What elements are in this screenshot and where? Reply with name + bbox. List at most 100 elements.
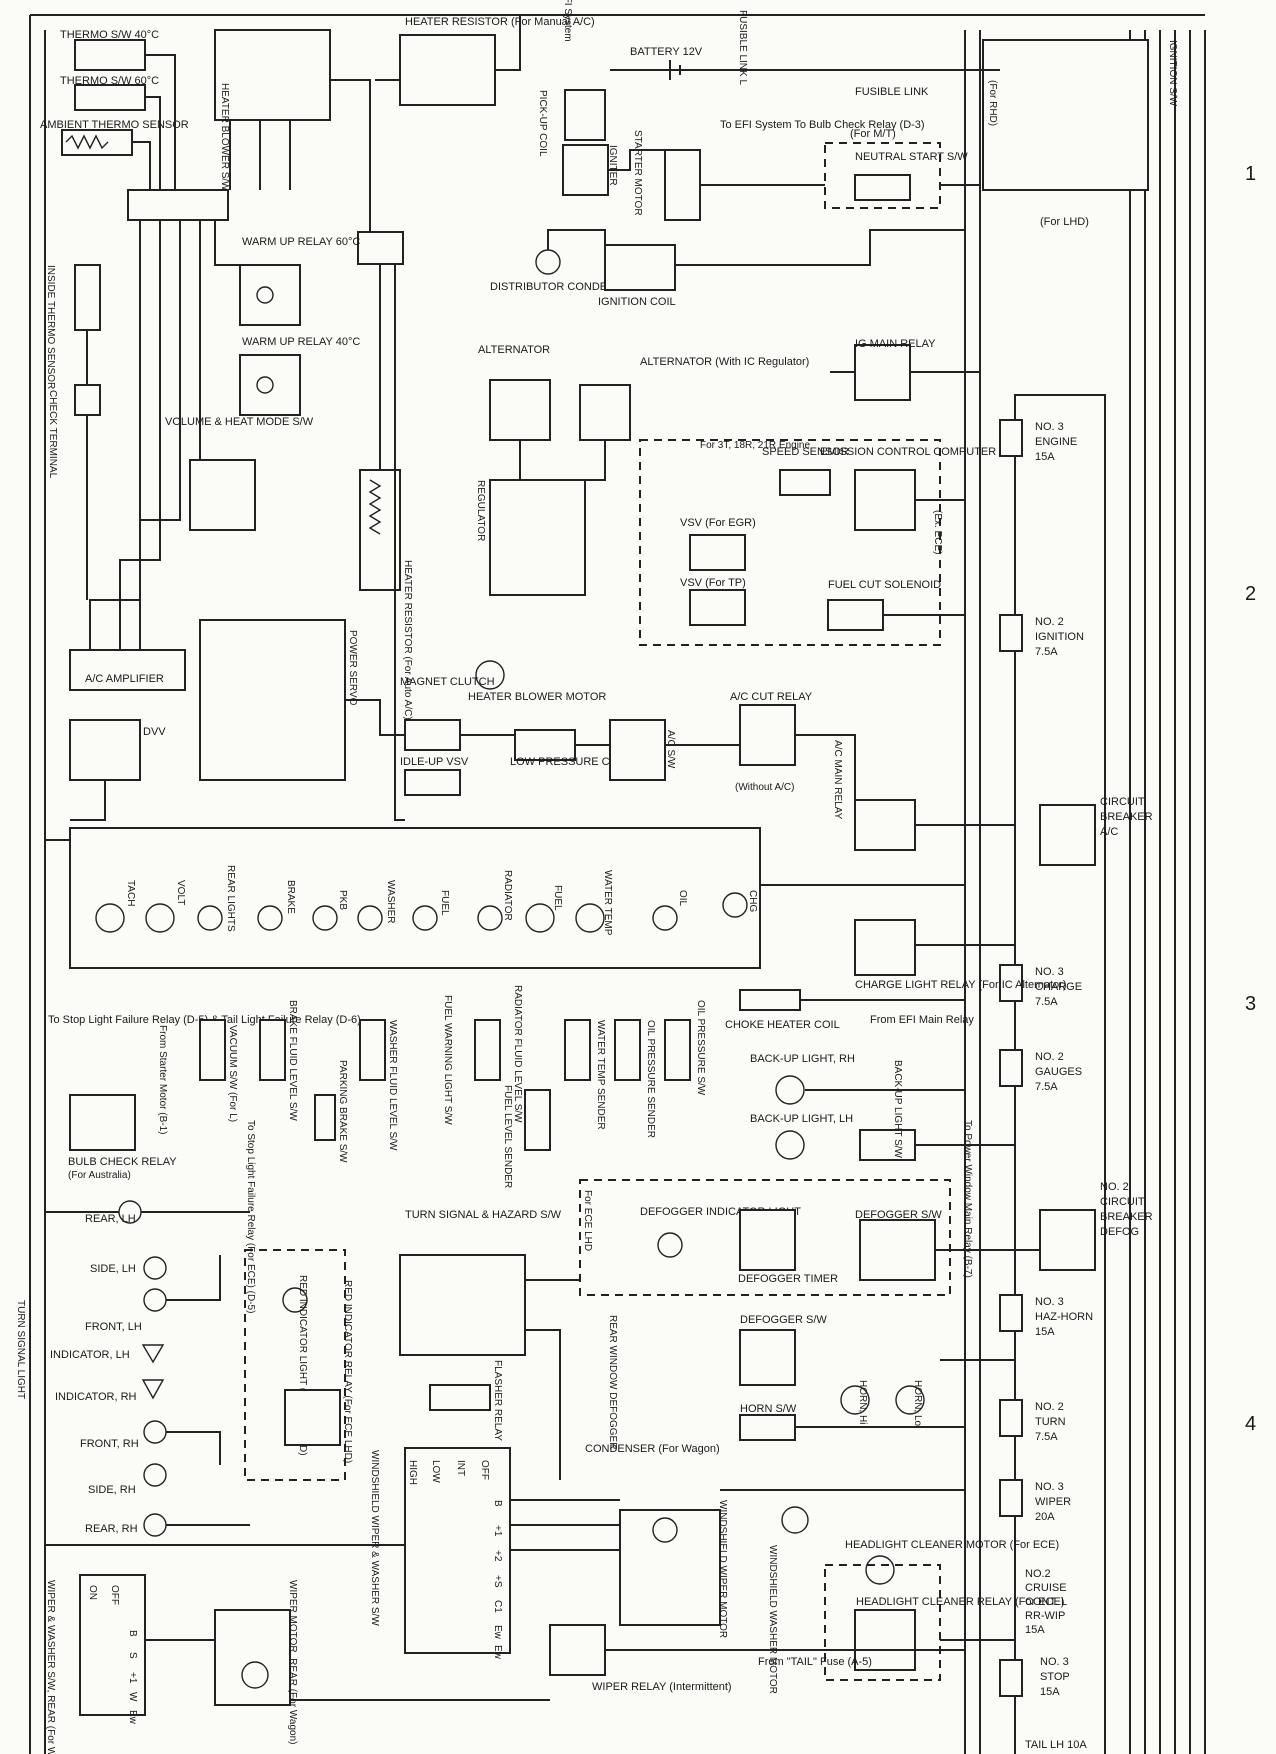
defogger-timer: DEFOGGER TIMER — [738, 1273, 838, 1285]
for-engine: For 3T, 18R, 21R Engine — [700, 440, 810, 451]
backup-light-rh: BACK-UP LIGHT, RH — [750, 1053, 855, 1065]
rear-wiper-washer-sw: WIPER & WASHER S/W, REAR (For Wagon) — [45, 1580, 56, 1754]
headlight-cleaner-motor: HEADLIGHT CLEANER MOTOR (For ECE) — [845, 1539, 1059, 1551]
side-rh: SIDE, RH — [88, 1484, 136, 1496]
gauge-fuel: FUEL — [552, 885, 563, 911]
ac-main-relay: A/C MAIN RELAY — [832, 740, 843, 820]
sender-water-temp: WATER TEMP SENDER — [595, 1020, 606, 1130]
choke-heater-coil: CHOKE HEATER COIL — [725, 1019, 840, 1031]
flasher-relay: FLASHER RELAY — [492, 1360, 503, 1441]
fuel-cut-solenoid: FUEL CUT SOLENOID — [828, 579, 941, 591]
ws-pos-off: OFF — [479, 1460, 490, 1480]
rear-term-b: B — [127, 1630, 138, 1637]
turn-hazard-sw: TURN SIGNAL & HAZARD S/W — [405, 1209, 562, 1221]
svg-text:CIRCUIT: CIRCUIT — [1100, 1196, 1145, 1208]
svg-text:IGNITION: IGNITION — [1035, 631, 1084, 643]
volume-heat-mode-sw: VOLUME & HEAT MODE S/W — [165, 416, 314, 428]
sender-fuel-warning: FUEL WARNING LIGHT S/W — [442, 995, 453, 1125]
gauge-rear-lights: REAR LIGHTS — [225, 865, 236, 932]
svg-text:A/C: A/C — [1100, 826, 1118, 838]
defogger-sw-rear: DEFOGGER S/W — [740, 1314, 827, 1326]
sender-parking-brake: PARKING BRAKE S/W — [337, 1060, 348, 1163]
fusible-link: FUSIBLE LINK — [855, 86, 929, 98]
for-mt: (For M/T) — [850, 128, 896, 140]
section-number-1: 1 — [1245, 163, 1256, 185]
gauge-tach: TACH — [125, 880, 136, 906]
svg-text:NO. 3: NO. 3 — [1035, 1481, 1064, 1493]
ws-term-b: B — [492, 1500, 503, 1507]
ambient-thermo-sensor: AMBIENT THERMO SENSOR — [40, 119, 189, 131]
climate-control-section: THERMO S/W 40°C THERMO S/W 60°C AMBIENT … — [40, 16, 916, 851]
rear-pos-on: ON — [87, 1585, 98, 1600]
without-ac: (Without A/C) — [735, 782, 794, 793]
svg-text:NO. 2: NO. 2 — [1100, 1181, 1129, 1193]
to-stop-light-relay: To Stop Light Failure Relay (For ECE) (D… — [245, 1120, 256, 1313]
sender-vacuum-sw: VACUUM S/W (For L) — [227, 1025, 238, 1122]
horn-hi: HORN, Hi — [857, 1380, 868, 1424]
rear-term-p1: +1 — [127, 1672, 138, 1684]
svg-text:NO. 2: NO. 2 — [1035, 616, 1064, 628]
heater-resistor-auto: HEATER RESISTOR (For Auto A/C) — [402, 560, 413, 720]
ws-term-c1: C1 — [492, 1600, 503, 1613]
ignition-sw-label: IGNITION S/W — [1167, 40, 1178, 107]
thermo-sw-40: THERMO S/W 40°C — [60, 29, 159, 41]
sender-oil-pressure-sw: OIL PRESSURE S/W — [695, 1000, 706, 1096]
turn-signal-light: TURN SIGNAL LIGHT — [15, 1300, 26, 1399]
backup-light-lh: BACK-UP LIGHT, LH — [750, 1113, 853, 1125]
svg-text:CONT. L: CONT. L — [1025, 1596, 1067, 1608]
rear-rh: REAR, RH — [85, 1523, 138, 1535]
ws-wiper-washer-sw: WINDSHIELD WIPER & WASHER S/W — [369, 1450, 380, 1626]
sender-brake-fluid: BRAKE FLUID LEVEL S/W — [287, 1000, 298, 1121]
rear-term-ew: Ew — [127, 1710, 138, 1725]
rear-term-s: S — [127, 1652, 138, 1659]
wiring-traces — [44, 15, 1040, 1754]
wiper-relay: WIPER RELAY (Intermittent) — [592, 1681, 732, 1693]
svg-text:7.5A: 7.5A — [1035, 996, 1058, 1008]
red-indicator-light: RED INDICATOR LIGHT (For ECE LHD) — [297, 1275, 308, 1456]
starter-motor: STARTER MOTOR — [632, 130, 643, 216]
ac-amplifier: A/C AMPLIFIER — [85, 673, 164, 685]
svg-text:GAUGES: GAUGES — [1035, 1066, 1082, 1078]
dvv: DVV — [143, 726, 166, 738]
gauge-pkb: PKB — [337, 890, 348, 910]
turn-signal-section: TURN SIGNAL LIGHT REAR, LH SIDE, LH FRON… — [15, 1200, 562, 1537]
rear-window-defogger: REAR WINDOW DEFOGGER — [607, 1315, 618, 1449]
svg-text:TAIL LH 10A: TAIL LH 10A — [1025, 1739, 1087, 1751]
sender-oil-pressure: OIL PRESSURE SENDER — [645, 1020, 656, 1138]
rear-pos-off: OFF — [109, 1585, 120, 1605]
defogger-sw: DEFOGGER S/W — [855, 1209, 942, 1221]
svg-text:7.5A: 7.5A — [1035, 1431, 1058, 1443]
neutral-start-sw: NEUTRAL START S/W — [855, 151, 968, 163]
svg-text:15A: 15A — [1025, 1624, 1045, 1636]
ws-pos-high: HIGH — [407, 1460, 418, 1485]
ws-pos-int: INT — [455, 1460, 466, 1476]
heater-blower-motor: HEATER BLOWER MOTOR — [468, 691, 606, 703]
ws-wiper-motor: WINDSHIELD WIPER MOTOR — [717, 1500, 728, 1638]
ws-term-ew2: Ew — [492, 1645, 503, 1660]
rear-wiper-motor: WIPER MOTOR, REAR (For Wagon) — [287, 1580, 298, 1744]
battery-label: BATTERY 12V — [630, 46, 703, 58]
fusible-link-l: FUSIBLE LINK L — [737, 10, 748, 85]
svg-text:RR-WIP: RR-WIP — [1025, 1610, 1065, 1622]
ws-pos-low: LOW — [430, 1460, 441, 1483]
front-lh: FRONT, LH — [85, 1321, 142, 1333]
meter-cluster: TACH VOLT REAR LIGHTS BRAKE PKB WASHER F… — [48, 827, 1067, 1134]
svg-text:NO.2: NO.2 — [1025, 1568, 1051, 1580]
svg-text:CHARGE: CHARGE — [1035, 981, 1082, 993]
side-lh: SIDE, LH — [90, 1263, 136, 1275]
for-lhd: (For LHD) — [1040, 216, 1089, 228]
svg-text:7.5A: 7.5A — [1035, 646, 1058, 658]
sender-fuel-level: FUEL LEVEL SENDER — [502, 1085, 513, 1188]
for-ece-lhd: For ECE LHD — [582, 1190, 593, 1251]
ws-term-p2: +2 — [492, 1550, 503, 1562]
indicator-lh: INDICATOR, LH — [50, 1349, 130, 1361]
ex-ece: (Ex. ECE) — [932, 510, 943, 554]
red-indicator-relay: RED INDICATOR RELAY (For ECE LHD) — [342, 1280, 353, 1463]
power-ignition-section: EFI System BATTERY 12V FUSIBLE LINK L FU… — [475, 0, 1178, 596]
speed-sensor: SPEED SENSOR — [762, 446, 849, 458]
thermo-sw-60: THERMO S/W 60°C — [60, 75, 159, 87]
warm-up-relay-40: WARM UP RELAY 40°C — [242, 336, 360, 348]
condenser-wagon: CONDENSER (For Wagon) — [585, 1443, 720, 1455]
svg-text:CIRCUIT: CIRCUIT — [1100, 796, 1145, 808]
